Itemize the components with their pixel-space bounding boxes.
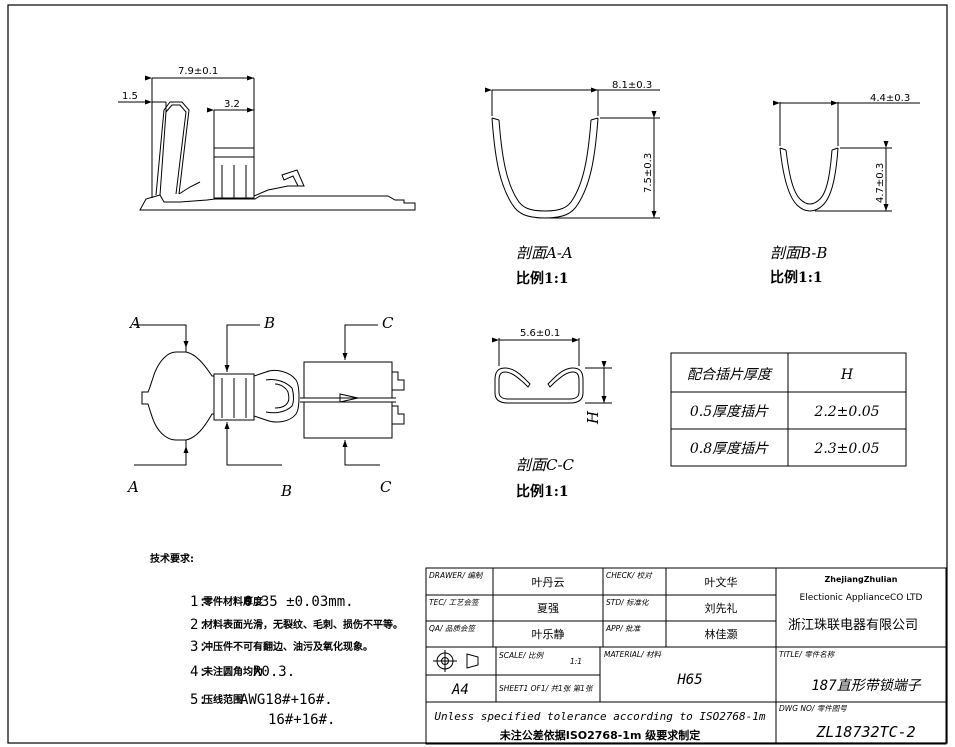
dim-side-left: 1.5 [122,91,138,102]
tb-drawer-value: 叶丹云 [532,576,565,589]
tb-std-label: STD/ 标准化 [606,598,650,607]
dim-bb-height: 4.7±0.3 [875,163,886,203]
note-1-num: 1: [190,594,207,610]
tb-check-label: CHECK/ 校对 [606,571,653,580]
tb-std-value: 刘先礼 [705,601,738,615]
cut-label-b-top: B [263,314,275,332]
thickness-row2-insert: 0.8厚度插片 [690,441,769,457]
tb-company-en-2: Electionic ApplianceCO LTD [800,593,923,603]
thickness-row1-h: 2.2±0.05 [813,404,879,420]
section-aa-profile [485,87,660,219]
tb-scale-value: 1:1 [570,657,582,666]
title-block-grid [425,567,947,745]
tb-company-cn: 浙江珠联电器有限公司 [788,618,918,633]
note-5-value-line2: 16#+16#. [268,712,335,728]
tb-title-value: 187直形带锁端子 [811,678,921,694]
dim-cc-height: H [584,410,602,425]
note-1-value: 0.35 ±0.03mm. [244,594,354,610]
tb-title-label: TITLE/ 零件名称 [779,650,836,659]
note-4-text: 未注圆角均为 [202,665,263,678]
note-1-text: 零件材料厚度 [202,595,264,608]
section-bb-title: 剖面B-B [770,244,827,262]
tb-paper-size: A4 [451,682,469,698]
thickness-row1-insert: 0.5厚度插片 [690,404,769,420]
section-cc-profile [492,337,612,404]
note-4-value: R0.3. [253,664,295,680]
dim-bb-width: 4.4±0.3 [870,93,910,104]
dim-cc-width: 5.6±0.1 [520,328,560,339]
thickness-header-insert: 配合插片厚度 [687,367,773,383]
note-5-num: 5: [190,692,207,708]
thickness-row2-h: 2.3±0.05 [813,441,879,457]
tb-sheet-label: SHEET1 OF1/ 共1张 第1张 [499,684,594,693]
tb-qa-label: QA/ 品质会签 [429,624,476,633]
note-3-text: 冲压件不可有翻边、油污及氧化现象。 [203,640,373,653]
tb-material-value: H65 [676,672,702,688]
tb-scale-label: SCALE/ 比例 [499,651,544,660]
dim-side-right: 3.2 [224,99,240,110]
cut-label-a-top: A [128,314,141,332]
tb-tolerance-en: Unless specified tolerance according to … [434,710,766,723]
note-5-value: AWG18#+16#. [240,692,333,708]
note-2-text: 材料表面光滑，无裂纹、毛刺、损伤不平等。 [203,618,403,631]
thickness-header-h: H [840,367,854,383]
section-bb-profile [773,100,920,212]
note-2-num: 2: [190,617,207,633]
tb-tec-label: TEC/ 工艺会签 [429,598,480,607]
notes-title: 技术要求: [150,552,194,565]
technical-notes: 技术要求: 1: 零件材料厚度 0.35 ±0.03mm. 2: 材料表面光滑，… [150,552,403,728]
cut-label-c-top: C [382,314,394,332]
section-aa-scale: 比例1:1 [516,270,569,287]
section-bb-scale: 比例1:1 [770,269,823,286]
cut-label-c-bottom: C [380,478,392,496]
section-cc-title: 剖面C-C [516,456,575,474]
cut-label-a-bottom: A [126,478,139,496]
note-5-text: 压线范围 [203,693,243,706]
tb-dwg-label: DWG NO/ 零件图号 [779,704,847,713]
section-aa-title: 剖面A-A [516,244,573,262]
side-view [118,75,416,211]
tb-dwg-value: ZL18732TC-2 [815,723,915,741]
tb-drawer-label: DRAWER/ 编制 [429,571,484,580]
note-3-num: 3: [190,639,207,655]
sheet-border [7,4,948,744]
tb-tec-value: 夏强 [537,602,559,615]
tb-tolerance-cn: 未注公差依据ISO2768-1m 级要求制定 [499,728,701,742]
tb-company-en-1: ZhejiangZhulian [825,575,898,584]
projection-symbol-icon [433,650,479,672]
tb-app-value: 林佳灏 [705,627,738,641]
dim-side-width: 7.9±0.1 [178,66,218,77]
dim-aa-height: 7.5±0.3 [643,153,654,193]
tb-app-label: APP/ 批准 [605,624,642,633]
section-cc-scale: 比例1:1 [516,483,569,500]
dim-aa-width: 8.1±0.3 [612,80,652,91]
tb-qa-value: 叶乐静 [532,627,565,641]
cut-label-b-bottom: B [280,482,292,500]
tb-material-label: MATERIAL/ 材料 [604,650,662,659]
top-view [134,324,405,466]
note-4-num: 4: [190,664,207,680]
thickness-table [670,352,907,467]
tb-check-value: 叶文华 [705,575,738,589]
